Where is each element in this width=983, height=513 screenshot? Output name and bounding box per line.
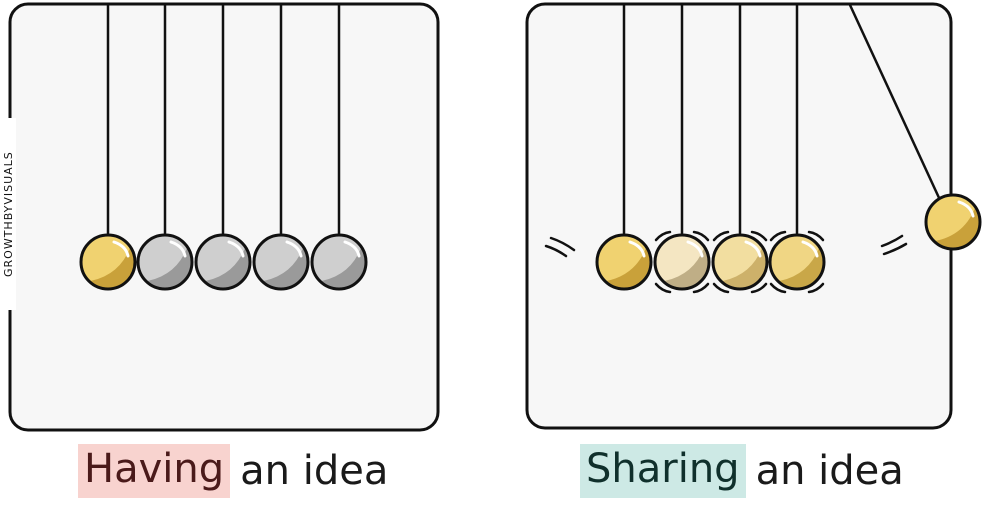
caption-rest: an idea — [755, 448, 904, 494]
caption-highlight: Having — [78, 444, 231, 498]
ball-gold — [595, 233, 653, 291]
strings — [622, 4, 942, 235]
string-swinging — [848, 4, 942, 201]
motion-lines — [544, 230, 908, 294]
caption-highlight: Sharing — [580, 444, 746, 498]
panel-sharing-an-idea — [525, 2, 982, 430]
strings — [106, 5, 341, 235]
watermark-text: GROWTHBYVISUALS — [2, 118, 16, 310]
caption-having-an-idea: Having an idea — [78, 440, 388, 502]
caption-sharing-an-idea: Sharing an idea — [580, 440, 904, 502]
caption-rest: an idea — [240, 448, 389, 494]
panel-having-an-idea — [8, 2, 440, 432]
